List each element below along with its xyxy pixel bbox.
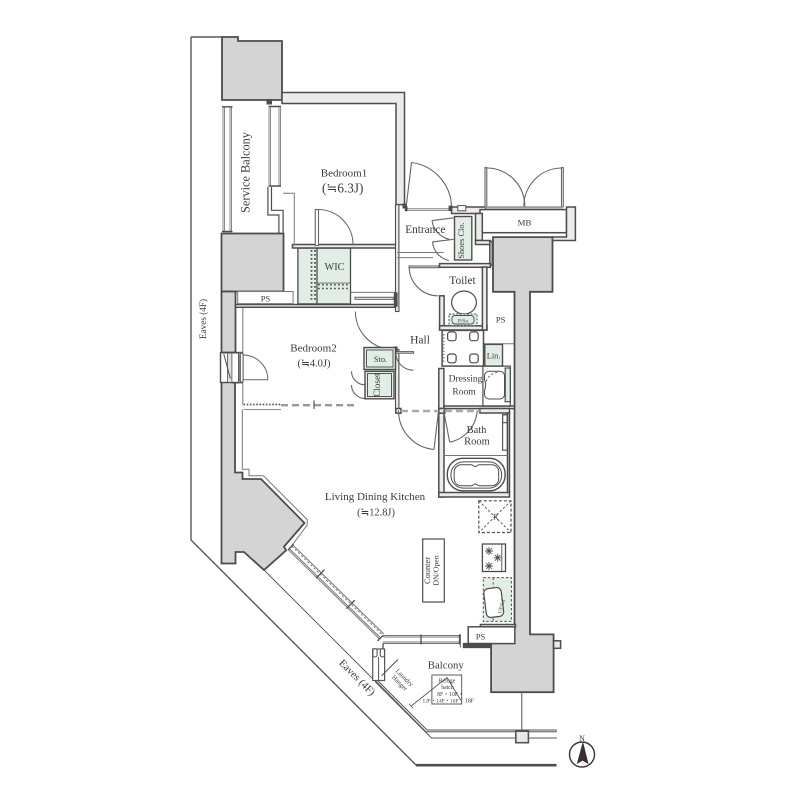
svg-text:R: R — [493, 513, 499, 522]
svg-text:Room: Room — [464, 437, 490, 448]
svg-text:Counter: Counter — [423, 557, 432, 584]
svg-text:8F・10F・: 8F・10F・ — [437, 692, 464, 698]
svg-text:Refuge: Refuge — [439, 678, 456, 685]
svg-text:Closet: Closet — [372, 373, 382, 397]
svg-text:Room: Room — [452, 388, 476, 398]
svg-text:(≒4.0J): (≒4.0J) — [297, 359, 331, 370]
svg-text:(≒6.3J): (≒6.3J) — [322, 180, 363, 195]
svg-text:Bedroom2: Bedroom2 — [290, 343, 336, 355]
svg-text:PS: PS — [261, 293, 271, 303]
svg-text:Bedroom1: Bedroom1 — [321, 168, 367, 180]
svg-text:N: N — [579, 734, 585, 743]
svg-text:UP/Sd: UP/Sd — [497, 599, 507, 614]
svg-text:PS: PS — [496, 315, 506, 325]
svg-text:WIC: WIC — [324, 262, 344, 273]
svg-text:hatch: hatch — [441, 685, 454, 691]
svg-text:Sto.: Sto. — [374, 355, 387, 364]
svg-text:(≒12.8J): (≒12.8J) — [357, 507, 395, 518]
svg-text:Shoes Clo.: Shoes Clo. — [457, 222, 466, 258]
svg-text:Service Balcony: Service Balcony — [239, 131, 253, 213]
svg-text:Entrance: Entrance — [405, 224, 445, 236]
svg-text:Living Dining Kitchen: Living Dining Kitchen — [325, 491, 426, 503]
svg-text:Balcony: Balcony — [428, 660, 465, 672]
svg-text:Dressing: Dressing — [449, 375, 483, 385]
svg-text:PS: PS — [476, 631, 486, 641]
svg-text:Hall: Hall — [410, 335, 430, 347]
svg-text:18F: 18F — [465, 698, 475, 704]
svg-text:Bath: Bath — [467, 425, 488, 436]
svg-text:DN/Open: DN/Open — [432, 555, 441, 585]
svg-text:12F・14F・16F: 12F・14F・16F — [423, 698, 459, 704]
svg-text:Eaves (4F): Eaves (4F) — [198, 299, 208, 339]
svg-text:Lin.: Lin. — [487, 352, 501, 361]
svg-text:Toilet: Toilet — [449, 275, 476, 287]
svg-text:MB: MB — [518, 218, 532, 228]
svg-text:P/Su: P/Su — [458, 319, 468, 325]
